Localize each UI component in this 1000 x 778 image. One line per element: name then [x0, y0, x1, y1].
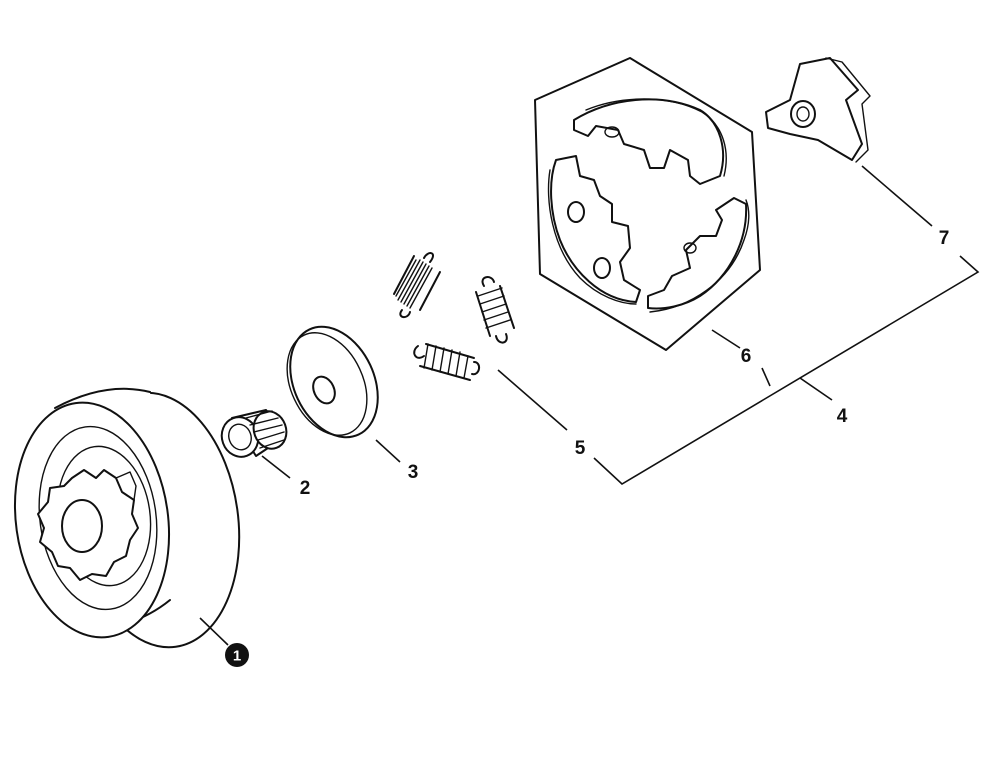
spring-upper-right [475, 276, 515, 344]
callout-1: 1 [225, 643, 249, 667]
callout-7: 7 [939, 228, 950, 249]
washer [286, 325, 379, 439]
clutch-shoes [534, 57, 761, 351]
spring-lower [413, 343, 480, 381]
clutch-drum [13, 387, 241, 649]
leader-2 [261, 455, 291, 479]
clutch-hub [765, 57, 871, 163]
callout-3: 3 [408, 462, 419, 483]
leader-3 [375, 439, 401, 463]
leader-4 [799, 377, 833, 401]
bracket-4 [593, 255, 980, 485]
leader-1 [199, 617, 229, 646]
shoe-group-hexagon [534, 57, 761, 351]
needle-bearing [220, 409, 288, 458]
callout-1-label: 1 [233, 648, 241, 665]
callout-2: 2 [300, 478, 311, 499]
callout-6: 6 [741, 346, 752, 367]
leader-6-bracket [761, 367, 771, 387]
spring-upper-left [393, 252, 441, 318]
callout-5: 5 [575, 438, 586, 459]
leader-6 [711, 329, 741, 349]
leader-5 [497, 369, 568, 431]
callout-4: 4 [837, 406, 848, 427]
leader-7 [861, 165, 933, 227]
